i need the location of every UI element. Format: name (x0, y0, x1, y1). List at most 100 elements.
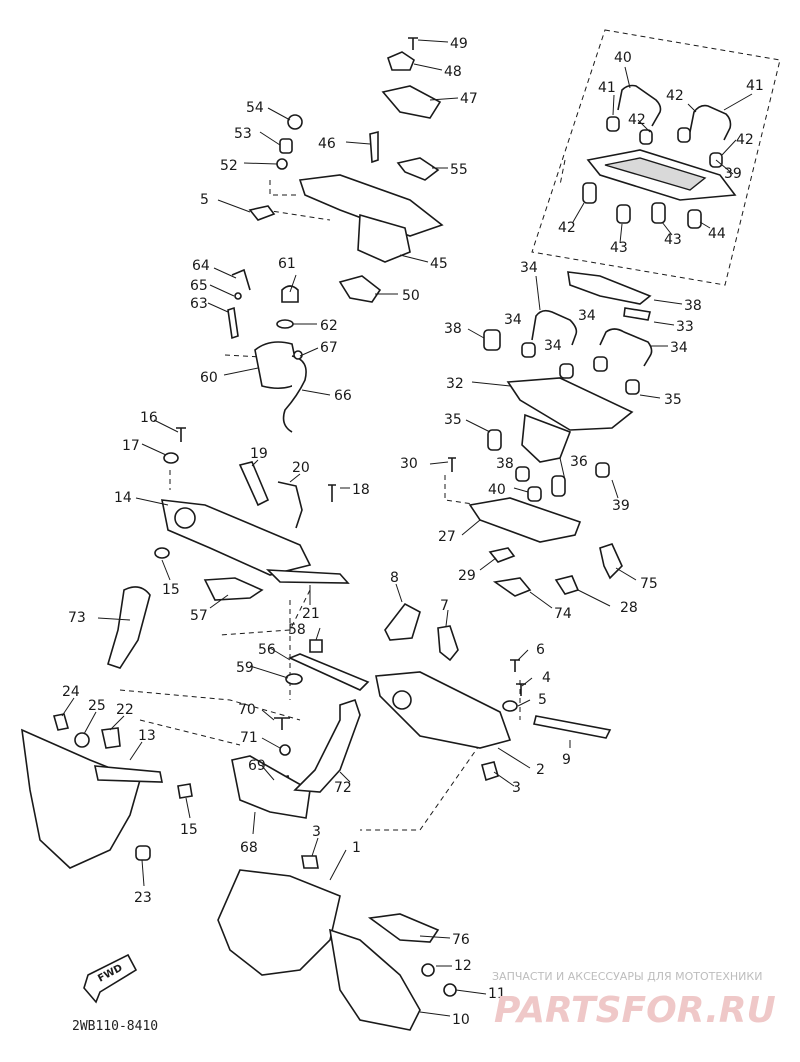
bracket-74 (367, 913, 440, 943)
nut-12 (421, 963, 435, 977)
left-bracket-assembly (154, 427, 350, 601)
callout: 36 (570, 454, 588, 470)
cowl-30 (506, 377, 634, 431)
stay-9 (533, 715, 612, 739)
hose-66 (282, 355, 307, 433)
grommet-15a (154, 547, 170, 559)
damper-44b (687, 209, 702, 229)
diagram-code: 2WB110-8410 (72, 1019, 158, 1034)
damper-34b (559, 363, 574, 379)
bolt-58 (309, 639, 323, 653)
callout: 72 (334, 780, 352, 796)
seat-cowl-assembly (248, 37, 444, 303)
callouts: 49 48 47 46 55 54 53 52 5 45 50 61 62 67… (62, 36, 764, 1028)
callout: 38 (496, 456, 514, 472)
callout: 3 (312, 824, 321, 840)
callout: 5 (538, 692, 547, 708)
callout: 28 (620, 600, 638, 616)
washer-5 (502, 700, 518, 712)
callout: 34 (544, 338, 562, 354)
left-lower-assembly (21, 586, 193, 869)
callout: 64 (192, 258, 210, 274)
callout: 6 (536, 642, 545, 658)
cap-48 (387, 51, 415, 71)
damper-42c (677, 127, 691, 143)
callout: 60 (200, 370, 218, 386)
callout: 50 (402, 288, 420, 304)
callout: 66 (334, 388, 352, 404)
callout: 59 (236, 660, 254, 676)
callout: 43 (610, 240, 628, 256)
callout: 75 (640, 576, 658, 592)
callout: 65 (190, 278, 208, 294)
cowl-1 (217, 869, 341, 976)
rail-56 (287, 653, 370, 691)
grab-rail-group-box (531, 29, 781, 286)
callout: 11 (488, 986, 506, 1002)
callout: 33 (676, 319, 694, 335)
cap-61 (281, 285, 299, 303)
bracket-27 (554, 575, 580, 595)
callout: 32 (446, 376, 464, 392)
seat-cowl-45 (298, 174, 444, 237)
clip-31 (623, 307, 651, 321)
callout: 20 (292, 460, 310, 476)
callout: 48 (444, 64, 462, 80)
nut-3b (301, 855, 319, 869)
callout: 15 (162, 582, 180, 598)
bolt-63 (227, 306, 239, 340)
assembly-line (139, 719, 241, 746)
assembly-line (264, 209, 331, 221)
damper-34d (625, 379, 640, 395)
assembly-line (119, 689, 301, 721)
callout: 62 (320, 318, 338, 334)
callout: 69 (248, 758, 266, 774)
callout: 40 (488, 482, 506, 498)
damper-35b (551, 475, 566, 497)
callout: 76 (452, 932, 470, 948)
callout: 21 (302, 606, 320, 622)
callout: 3 (512, 780, 521, 796)
bracket-50 (338, 275, 382, 303)
cover-13 (21, 728, 141, 869)
callout: 29 (458, 568, 476, 584)
callout: 58 (288, 622, 306, 638)
callout: 12 (454, 958, 472, 974)
callout: 68 (240, 840, 258, 856)
grab-rail-41-left (617, 84, 662, 127)
callout: 55 (450, 162, 468, 178)
stay-8 (384, 602, 421, 641)
bolt-4 (516, 683, 526, 696)
callout: 17 (122, 438, 140, 454)
callout: 42 (736, 132, 754, 148)
callout: 49 (450, 36, 468, 52)
assembly-line (269, 180, 300, 196)
clip-75 (492, 577, 532, 597)
callout: 35 (664, 392, 682, 408)
bracket-14 (160, 499, 312, 576)
callout: 39 (724, 166, 742, 182)
bushing-37 (483, 329, 501, 351)
damper-42a (606, 116, 620, 132)
callout: 2 (536, 762, 545, 778)
lamp-36 (567, 271, 652, 305)
damper-38b (595, 462, 610, 478)
callout: 42 (558, 220, 576, 236)
bracket-10 (328, 928, 421, 1031)
callout: 57 (190, 608, 208, 624)
grommet-15b (177, 783, 193, 799)
grab-32 (531, 309, 578, 346)
callout: 18 (352, 482, 370, 498)
damper-38a (515, 466, 530, 482)
callout: 41 (746, 78, 764, 94)
callout: 30 (400, 456, 418, 472)
callout: 46 (318, 136, 336, 152)
seal-62 (276, 319, 294, 329)
bottom-assembly (217, 869, 457, 1031)
callout: 54 (246, 100, 264, 116)
callout: 39 (612, 498, 630, 514)
damper-42b (639, 129, 653, 145)
bracket-57 (203, 577, 264, 601)
